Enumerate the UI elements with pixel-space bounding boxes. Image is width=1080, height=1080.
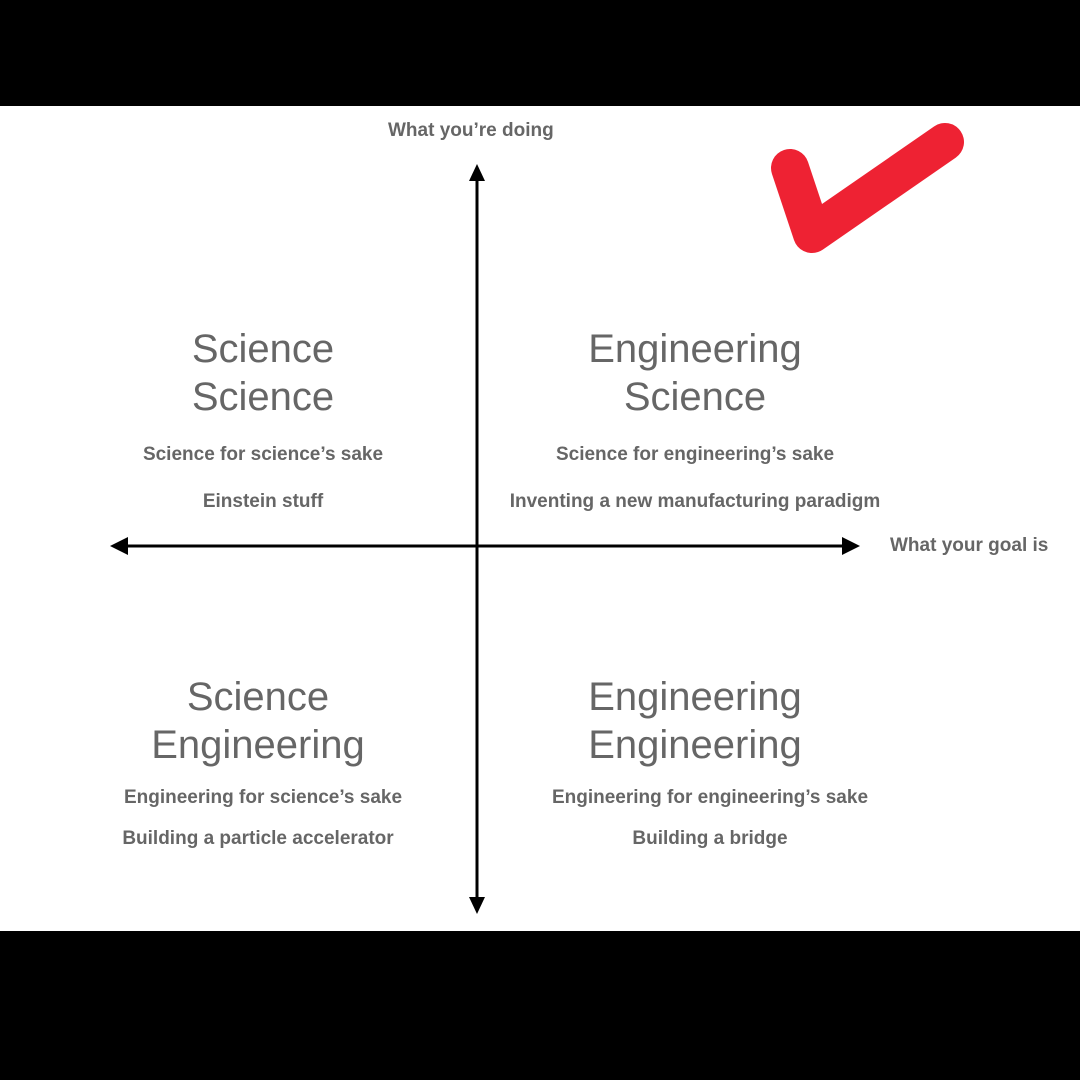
title-line: Engineering xyxy=(588,327,802,371)
axes xyxy=(110,164,860,914)
title-line: Science xyxy=(623,375,767,419)
title-line: Engineering xyxy=(588,723,802,767)
quadrant-top-left-example: Einstein stuff xyxy=(202,491,324,512)
x-axis-arrow-left xyxy=(110,537,128,555)
y-axis-arrow-down xyxy=(469,897,485,914)
title-line: Science xyxy=(186,675,330,719)
quadrant-bottom-left-title: Science Engineering xyxy=(48,673,468,769)
x-axis-arrow-right xyxy=(842,537,860,555)
quadrant-top-left-title: Science Science xyxy=(53,325,473,421)
y-axis-arrow-up xyxy=(469,164,485,181)
quadrant-bottom-right-subtitle: Engineering for engineering’s sake xyxy=(551,787,869,808)
quadrant-bottom-left-subtitle: Engineering for science’s sake xyxy=(123,787,403,808)
title-line: Engineering xyxy=(588,675,802,719)
quadrant-top-right-example: Inventing a new manufacturing paradigm xyxy=(509,491,881,512)
quadrant-bottom-right-title: Engineering Engineering xyxy=(485,673,905,769)
quadrant-bottom-left-example: Building a particle accelerator xyxy=(122,828,394,849)
title-line: Engineering xyxy=(151,723,365,767)
y-axis-label: What you’re doing xyxy=(388,120,554,141)
x-axis-label: What your goal is xyxy=(890,535,1049,556)
title-line: Science xyxy=(191,375,335,419)
quadrant-bottom-right-example: Building a bridge xyxy=(632,828,788,849)
quadrant-top-left-subtitle: Science for science’s sake xyxy=(142,444,384,465)
title-line: Science xyxy=(191,327,335,371)
diagram-panel: What you’re doing What your goal is Scie… xyxy=(0,106,1080,931)
red-checkmark-icon xyxy=(771,123,964,253)
quadrant-top-right-title: Engineering Science xyxy=(485,325,905,421)
quadrant-top-right-subtitle: Science for engineering’s sake xyxy=(555,444,835,465)
